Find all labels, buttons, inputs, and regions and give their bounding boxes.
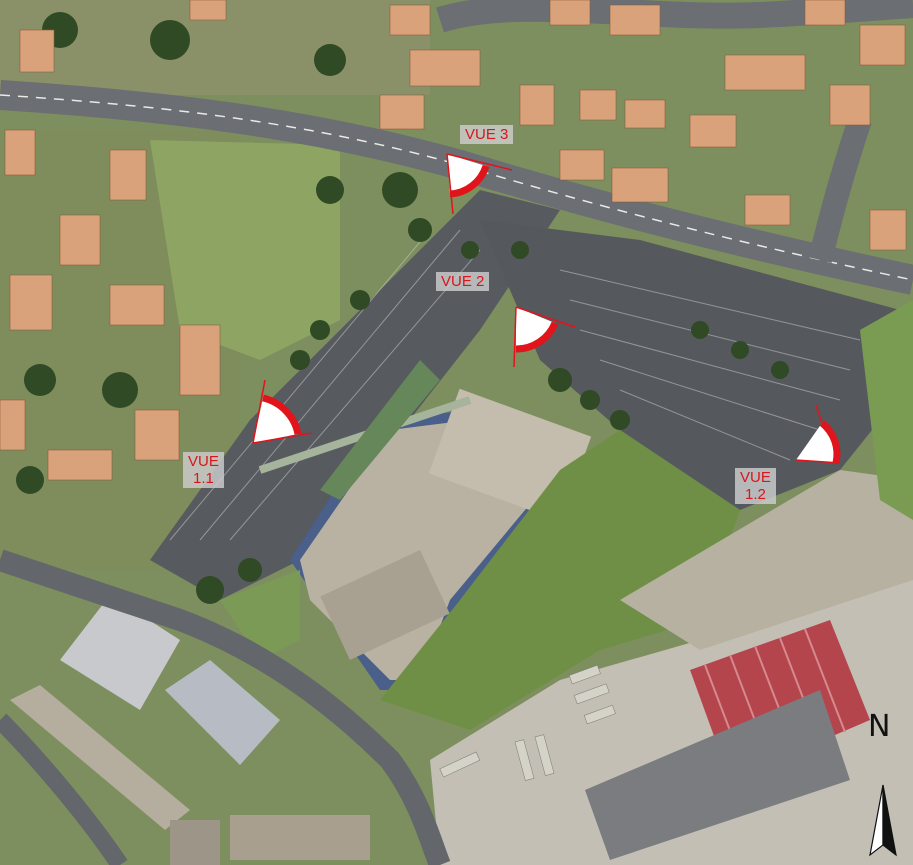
southwest-road (0, 713, 128, 865)
school-building (290, 388, 592, 690)
houses (0, 0, 907, 481)
view-label-vue-1-2: VUE 1.2 (735, 468, 776, 504)
commercial-buildings (10, 595, 370, 865)
lawn-west (220, 570, 300, 660)
view-label-vue-2: VUE 2 (436, 272, 490, 291)
road-marking (0, 94, 913, 281)
view-marker-vue-1-1 (252, 379, 313, 444)
tree-rows (16, 12, 789, 604)
dirt-area (620, 470, 913, 650)
parking-east (480, 220, 900, 510)
north-road (436, 0, 913, 33)
parking-stripes (169, 229, 861, 541)
green-strip (320, 360, 440, 500)
grey-warehouse (585, 690, 850, 860)
view-label-vue-1-1: VUE 1.1 (183, 452, 224, 488)
view-marker-vue-2 (513, 306, 576, 368)
south-road (0, 549, 451, 865)
grass-field (150, 140, 340, 360)
east-road (808, 116, 872, 263)
view-marker-vue-3 (446, 153, 513, 215)
containers (439, 664, 616, 781)
north-arrow-icon (869, 784, 897, 857)
north-letter: N (868, 709, 891, 744)
field-east (860, 300, 913, 520)
view-label-vue-3: VUE 3 (460, 125, 514, 144)
view-marker-vue-1-2 (795, 404, 841, 464)
lawn-south (380, 430, 740, 730)
